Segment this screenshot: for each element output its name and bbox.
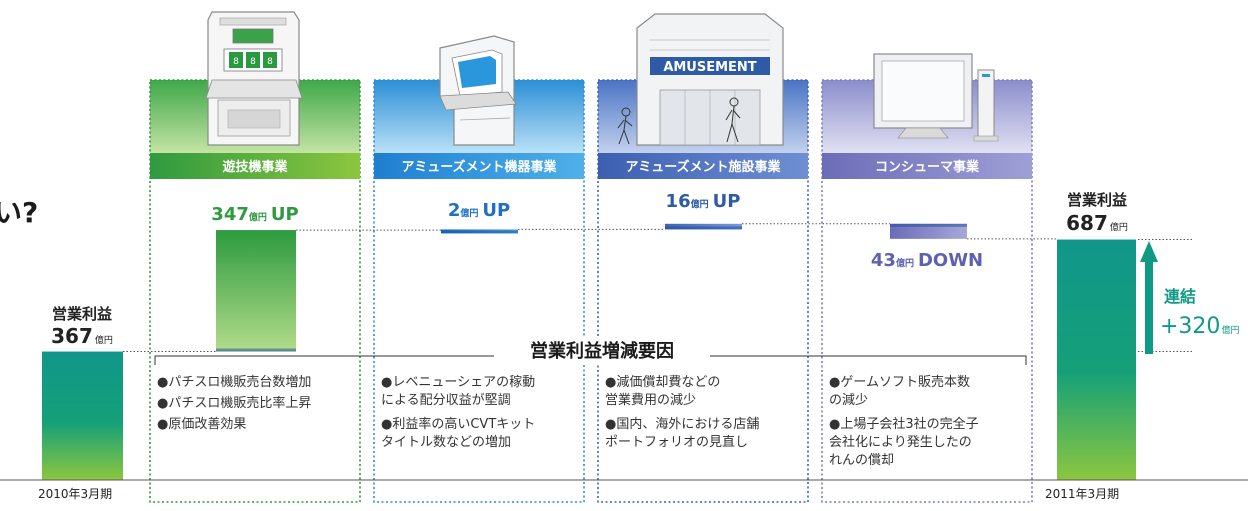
segment-1-title: 遊技機事業: [222, 159, 288, 175]
segment-4-reason-1: ●ゲームソフト販売本数 の減少: [829, 375, 970, 408]
segment-1-reason-1: ●パチスロ機販売台数増加: [157, 375, 312, 390]
x-tick-end: 2011年3月期: [1045, 487, 1119, 501]
bar-segment-1: [216, 230, 296, 352]
header-fragment-text: い?: [0, 196, 38, 229]
segment-4-header: [822, 153, 1032, 179]
svg-text:8: 8: [250, 57, 256, 67]
segment-3-reason-2: ●国内、海外における店舗 ポートフォリオの見直し: [605, 417, 760, 450]
reasons-title-backdrop: [494, 336, 710, 364]
bar-segment-2-edge: [441, 230, 518, 234]
bar-segment-4-edge: [890, 223, 967, 227]
segment-2-reason-2: ●利益率の高いCVTキット タイトル数などの増加: [381, 417, 536, 450]
segment-3-title: アミューズメント施設事業: [625, 159, 781, 175]
svg-text:8: 8: [267, 57, 273, 67]
segment-2-header: [374, 153, 584, 179]
segment-2-title: アミューズメント機器事業: [401, 159, 557, 175]
bar-end-total: [1057, 239, 1136, 480]
svg-text:8: 8: [233, 57, 239, 67]
segment-4-reason-2: ●上場子会社3社の完全子 会社化により発生したの れんの償却: [829, 417, 979, 468]
segment-2-reasons: ●レベニューシェアの稼動 による配分収益が堅調 ●利益率の高いCVTキット タイ…: [381, 374, 581, 458]
consolidated-value: +320億円: [1160, 314, 1239, 339]
consolidated-label: 連結: [1164, 287, 1196, 306]
segment-3-reason-1: ●減価償却費などの 営業費用の減少: [605, 375, 721, 408]
end-total-caption: 営業利益: [1067, 191, 1127, 209]
amusement-signboard-text: AMUSEMENT: [663, 60, 756, 75]
segment-2-reason-1: ●レベニューシェアの稼動 による配分収益が堅調: [381, 375, 536, 408]
x-tick-start: 2010年3月期: [38, 487, 112, 501]
segment-1-header: [150, 153, 360, 179]
segment-3-header: [598, 153, 808, 179]
segment-4-title: コンシューマ事業: [875, 159, 980, 175]
pachislot-machine-icon: 8 8 8: [205, 11, 303, 146]
start-total-caption: 営業利益: [52, 305, 112, 323]
segment-1-reasons: ●パチスロ機販売台数増加 ●パチスロ機販売比率上昇 ●原価改善効果: [157, 374, 357, 440]
tv-console-icon: [873, 53, 999, 142]
up-arrow-icon: [1140, 241, 1158, 354]
connector-lines: [123, 223, 1192, 353]
segment-1-reason-3: ●原価改善効果: [157, 417, 247, 432]
segment-1-reason-2: ●パチスロ機販売比率上昇: [157, 396, 312, 411]
bar-start-total: [42, 351, 123, 480]
segment-3-reasons: ●減価償却費などの 営業費用の減少 ●国内、海外における店舗 ポートフォリオの見…: [605, 374, 805, 458]
bar-segment-4: [890, 223, 967, 239]
bar-segment-1-edge: [216, 348, 296, 352]
bar-segment-3-edge: [665, 226, 742, 230]
arcade-cabinet-icon: [439, 35, 517, 146]
segment-4-reasons: ●ゲームソフト販売本数 の減少 ●上場子会社3社の完全子 会社化により発生したの…: [829, 374, 1029, 476]
reasons-title: 営業利益増減要因: [530, 340, 674, 362]
amusement-building-icon: AMUSEMENT: [617, 13, 784, 146]
bar-group: [42, 223, 1136, 480]
